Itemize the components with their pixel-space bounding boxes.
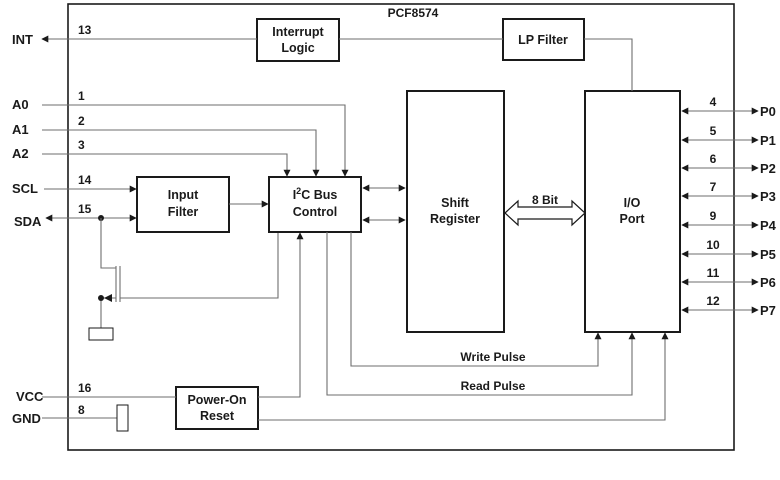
pin-p6-label: P6	[760, 275, 776, 290]
pin-a1-number: 2	[78, 114, 85, 128]
io-port-label-1: I/O	[624, 196, 641, 210]
input-filter-label-2: Filter	[168, 205, 199, 219]
i2c-bus-control-label-1: I2C Bus	[293, 186, 338, 202]
read-pulse-label: Read Pulse	[461, 379, 526, 393]
interrupt-logic-label-1: Interrupt	[272, 25, 324, 39]
pin-vcc-number: 16	[78, 381, 92, 395]
i2c-superscript: 2	[296, 186, 301, 196]
pin-p3-label: P3	[760, 189, 776, 204]
shift-register-label-2: Register	[430, 212, 480, 226]
pin-p1-label: P1	[760, 133, 776, 148]
pin-gnd-number: 8	[78, 403, 85, 417]
pin-a1-label: A1	[12, 122, 29, 137]
pin-p4-label: P4	[760, 218, 777, 233]
pin-int-label: INT	[12, 32, 33, 47]
io-port-block	[584, 90, 681, 333]
shift-register-label-1: Shift	[441, 196, 470, 210]
pin-p3-number: 7	[710, 180, 717, 194]
lp-filter-label: LP Filter	[518, 33, 568, 47]
write-pulse-label: Write Pulse	[460, 350, 525, 364]
a1-wire	[42, 129, 320, 177]
pin-p7-label: P7	[760, 303, 776, 318]
pin-vcc-text: VCC	[16, 389, 44, 404]
pin-a0-label: A0	[12, 97, 29, 112]
pin-p5-number: 10	[706, 238, 720, 252]
power-on-reset-label-1: Power-On	[187, 393, 246, 407]
pin-a0-number: 1	[78, 89, 85, 103]
pin-p6-number: 11	[707, 266, 720, 280]
shift-register-block	[406, 90, 505, 333]
io-pin-wires	[681, 107, 759, 314]
pin-a2-label: A2	[12, 146, 29, 161]
pin-a2-number: 3	[78, 138, 85, 152]
power-on-reset-label-2: Reset	[200, 409, 235, 423]
pin-gnd-label: GND	[12, 411, 41, 426]
io-to-lp-wire	[584, 38, 633, 91]
i2c-prefix: I	[293, 188, 296, 202]
io-port-label-2: Port	[620, 212, 646, 226]
pin-p7-number: 12	[706, 294, 720, 308]
pin-p5-label: P5	[760, 247, 776, 262]
por-to-io-wire	[258, 332, 669, 421]
i2c-bus-control-label-2: Control	[293, 205, 337, 219]
sda-transistor-icon	[88, 218, 279, 341]
pin-int-number: 13	[78, 23, 92, 37]
pin-p1-number: 5	[710, 124, 717, 138]
gnd-resistor-icon	[116, 404, 129, 432]
write-pulse-wire	[350, 232, 602, 367]
chip-title: PCF8574	[388, 6, 439, 20]
eight-bit-bus-arrow	[504, 199, 586, 227]
pin-vcc-label: VCC	[16, 389, 44, 404]
read-pulse-wire	[326, 232, 636, 396]
input-filter-label-1: Input	[168, 188, 199, 202]
pin-p2-number: 6	[710, 152, 717, 166]
pin-p0-number: 4	[710, 95, 717, 109]
i2c-line1-rest: C Bus	[301, 188, 337, 202]
por-to-i2c-wire	[258, 232, 304, 398]
interrupt-logic-block	[256, 18, 340, 62]
pin-sda-label: SDA	[14, 214, 42, 229]
power-on-reset-block	[175, 386, 259, 430]
interrupt-logic-label-2: Logic	[281, 41, 314, 55]
eight-bit-bus-label: 8 Bit	[532, 193, 558, 207]
pin-scl-label: SCL	[12, 181, 38, 196]
a2-wire	[42, 153, 291, 177]
pin-p4-number: 9	[710, 209, 717, 223]
i2c-bus-control-block	[268, 176, 362, 233]
a0-wire	[42, 104, 349, 177]
lp-filter-block	[502, 18, 585, 61]
pin-sda-number: 15	[78, 202, 92, 216]
pin-p2-label: P2	[760, 161, 776, 176]
pin-scl-number: 14	[78, 173, 92, 187]
pin-p0-label: P0	[760, 104, 776, 119]
